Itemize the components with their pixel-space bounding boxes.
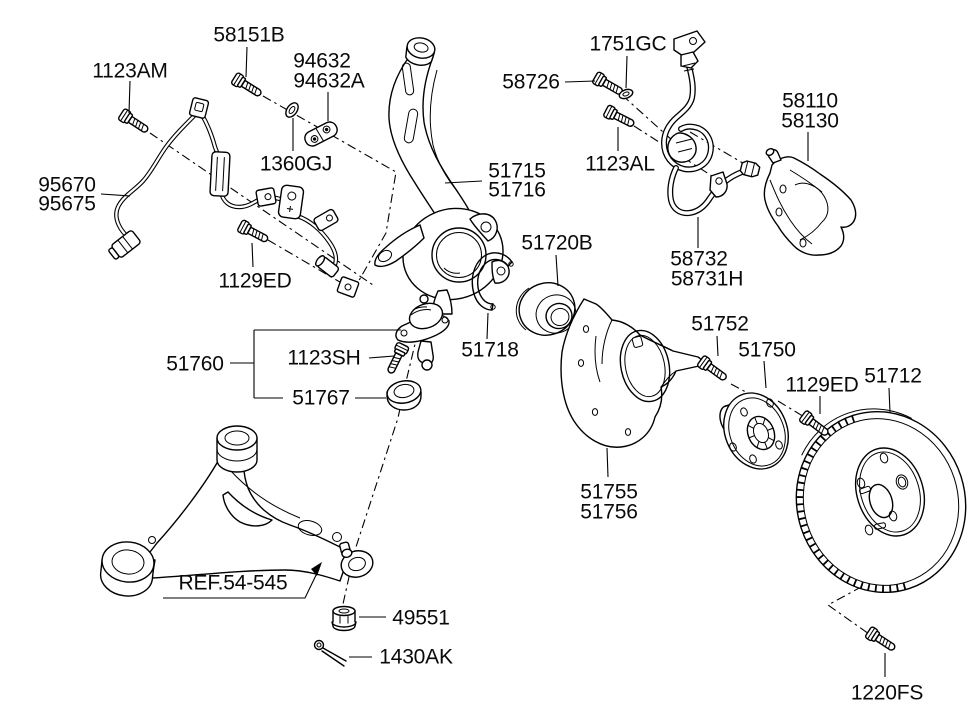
bolt-1123am-drawing	[117, 107, 152, 137]
nut-drawing	[332, 607, 356, 631]
part-label-ref-54-545: REF.54-545	[178, 571, 288, 595]
hub-drawing	[713, 383, 800, 479]
part-label-1430ak: 1430AK	[379, 645, 453, 669]
part-label-51756: 51756	[580, 500, 638, 524]
part-label-51755: 51755	[580, 480, 638, 504]
brake-disc-drawing	[772, 386, 968, 615]
clamp-drawing	[302, 120, 339, 149]
part-label-51760: 51760	[166, 352, 224, 376]
dust-cover-drawing	[385, 378, 422, 410]
part-label-51767: 51767	[292, 386, 350, 410]
bolt-1220fs-drawing	[864, 625, 899, 655]
bolt-1129ed-left-drawing	[236, 218, 272, 247]
part-label-58731h: 58731H	[670, 267, 744, 291]
grommet-drawing	[283, 101, 300, 120]
part-label-51715: 51715	[488, 159, 546, 183]
abs-sensor-wire-drawing	[107, 97, 359, 297]
ref-arrow	[163, 562, 322, 598]
brake-hose-drawing	[664, 31, 760, 213]
part-label-51712: 51712	[864, 364, 922, 388]
part-label-51716: 51716	[488, 178, 546, 202]
ball-joint-drawing	[396, 299, 449, 370]
part-label-58732: 58732	[670, 247, 728, 271]
caliper-drawing	[764, 147, 855, 255]
part-label-95675: 95675	[38, 192, 96, 216]
part-label-51750: 51750	[738, 338, 796, 362]
part-label-49551: 49551	[392, 606, 450, 630]
bearing-drawing	[512, 276, 581, 343]
part-label-58130: 58130	[781, 109, 839, 133]
part-label-94632: 94632	[293, 49, 351, 73]
bolt-51752-drawing	[696, 354, 731, 385]
part-label-1360gj: 1360GJ	[259, 152, 333, 176]
part-label-58151b: 58151B	[213, 23, 285, 47]
part-label-51718: 51718	[461, 338, 519, 362]
part-label-58110: 58110	[782, 89, 838, 113]
control-arm-drawing	[99, 426, 376, 599]
part-label-1123al: 1123AL	[585, 152, 655, 176]
part-label-95670: 95670	[38, 173, 96, 197]
part-label-1129ed-left: 1129ED	[218, 269, 292, 293]
part-label-58726: 58726	[502, 70, 560, 94]
dust-shield-drawing	[561, 299, 702, 447]
bolt-1123sh-drawing	[383, 341, 411, 377]
cotter-pin-drawing	[315, 641, 347, 667]
part-label-1220fs: 1220FS	[850, 681, 924, 705]
bolt-1123al-drawing	[602, 103, 638, 131]
part-label-94632a: 94632A	[293, 69, 365, 93]
part-label-1123sh: 1123SH	[287, 346, 361, 370]
part-label-1129ed-right: 1129ED	[785, 373, 859, 397]
leader-lines	[101, 47, 890, 677]
part-label-51720b: 51720B	[521, 231, 593, 255]
washer-drawing	[618, 88, 634, 101]
snap-ring-drawing	[472, 253, 513, 310]
part-label-51752: 51752	[691, 312, 749, 336]
part-label-1751gc: 1751GC	[589, 32, 667, 56]
part-label-1123am: 1123AM	[92, 59, 168, 83]
bolt-58151b-drawing	[230, 71, 265, 101]
